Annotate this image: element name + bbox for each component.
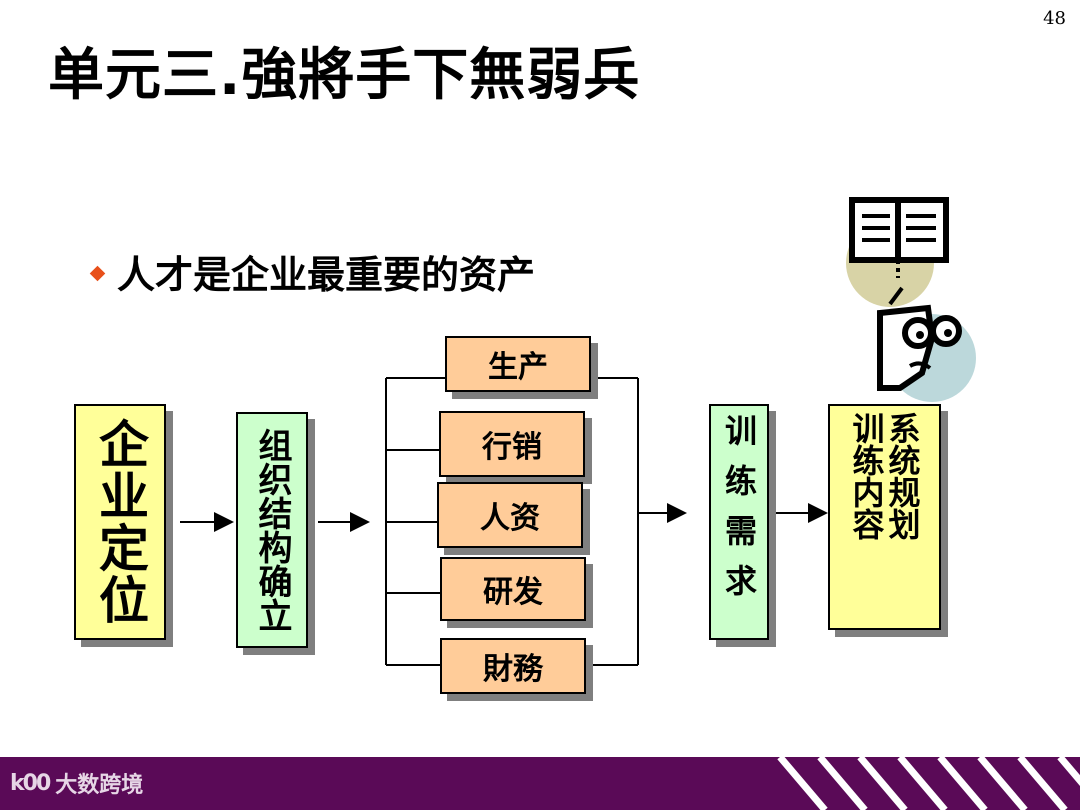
right-bracket xyxy=(586,377,639,666)
footer-bar: k00 大数跨境 xyxy=(0,757,1080,810)
brand-logo-icon: k00 xyxy=(10,770,51,796)
brand-watermark: k00 大数跨境 xyxy=(10,767,143,799)
page-number: 48 xyxy=(1043,8,1066,29)
thinking-person-icon xyxy=(877,286,962,391)
footer-stripes xyxy=(777,757,1080,810)
training-plan-box: 系统规划 训练内容 xyxy=(828,404,941,630)
open-book-icon xyxy=(849,197,949,278)
dept-marketing-box: 行销 xyxy=(439,411,585,477)
brand-name: 大数跨境 xyxy=(55,773,144,798)
training-content-text: 训练内容 xyxy=(847,412,886,540)
dept-rnd-box: 研发 xyxy=(440,557,586,621)
dept-finance-box: 財務 xyxy=(440,638,586,694)
system-plan-text: 系统规划 xyxy=(883,412,922,540)
bullet-text: 人才是企业最重要的资产 xyxy=(117,253,536,297)
training-needs-box: 训练需求 xyxy=(709,404,769,640)
bullet-point: 人才是企业最重要的资产 xyxy=(89,244,536,299)
dept-hr-box: 人资 xyxy=(437,482,583,548)
clipart-group xyxy=(846,197,976,402)
dept-production-box: 生产 xyxy=(445,336,591,392)
enterprise-positioning-box: 企业定位 xyxy=(74,404,166,640)
left-bracket xyxy=(385,377,446,666)
slide-title: 单元三.強將手下無弱兵 xyxy=(48,43,641,108)
connector-lines xyxy=(180,377,828,666)
org-structure-box: 组织结构确立 xyxy=(236,412,308,648)
